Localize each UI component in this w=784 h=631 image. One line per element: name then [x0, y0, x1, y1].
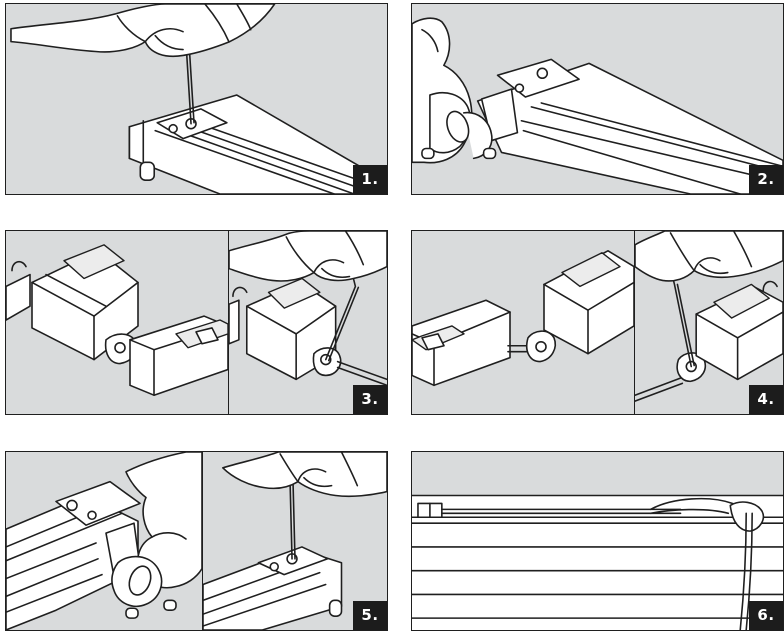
step-number-badge: 1. — [353, 165, 387, 194]
hand-icon — [412, 17, 497, 164]
hand-icon — [111, 452, 202, 619]
step-4-panel: 4. — [411, 230, 784, 415]
step-6-panel: 6. — [411, 451, 784, 631]
step-4-right-illustration — [635, 231, 783, 402]
step-3-panel: 3. — [5, 230, 388, 415]
connector-icon — [229, 277, 387, 387]
rail-icon — [128, 94, 387, 194]
hex-key-icon — [324, 277, 360, 362]
step-number-badge: 5. — [353, 601, 387, 630]
step-5-right-view — [203, 452, 387, 630]
hand-icon — [10, 4, 276, 58]
hand-icon — [221, 452, 387, 498]
step-number-badge: 2. — [749, 165, 783, 194]
hand-icon — [635, 231, 783, 282]
view-divider — [202, 452, 203, 630]
step-3-left-illustration — [6, 244, 228, 396]
step-2-illustration — [412, 17, 783, 194]
rail-icon — [412, 299, 511, 387]
step-number-badge: 4. — [749, 385, 783, 414]
hex-key-icon — [671, 275, 695, 368]
step-4-left-view — [412, 231, 634, 414]
step-2-panel: 2. — [411, 3, 784, 195]
connector-icon — [635, 280, 783, 402]
hand-icon — [229, 231, 387, 282]
step-4-right-view — [635, 231, 783, 414]
rail-icon — [476, 58, 783, 194]
step-4-left-illustration — [412, 249, 634, 387]
step-3-right-view — [229, 231, 387, 414]
step-3-left-view — [6, 231, 228, 414]
step-5-left-view — [6, 452, 202, 630]
step-5-left-illustration — [6, 452, 202, 630]
step-5-right-illustration — [203, 452, 387, 630]
rail-icon — [6, 260, 31, 321]
rail-icon — [6, 480, 141, 630]
rail-icon — [203, 546, 343, 630]
step-3-right-illustration — [229, 231, 387, 387]
rail-icon — [129, 315, 228, 396]
connector-icon — [507, 249, 634, 363]
step-6-illustration — [412, 452, 783, 630]
step-1-panel: 1. — [5, 3, 388, 195]
view-divider — [634, 231, 635, 414]
step-number-badge: 3. — [353, 385, 387, 414]
step-5-panel: 5. — [5, 451, 388, 631]
cord-icon — [649, 497, 765, 630]
step-number-badge: 6. — [749, 601, 783, 630]
step-1-illustration — [10, 4, 387, 194]
rail-icon — [412, 452, 783, 619]
